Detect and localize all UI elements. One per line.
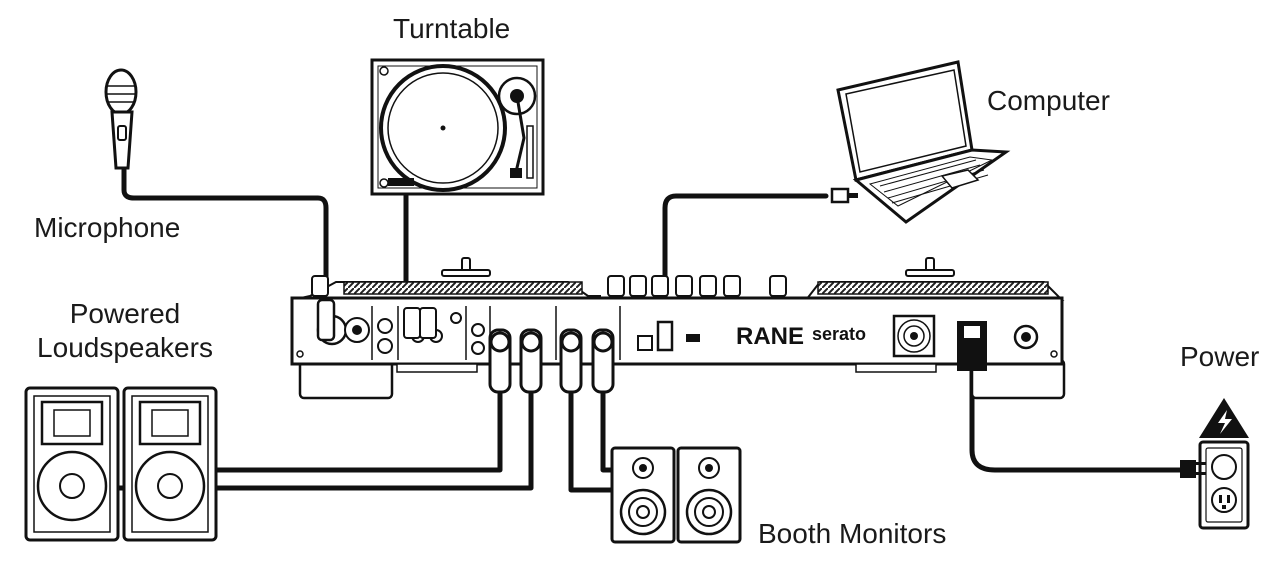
computer-label: Computer	[987, 85, 1110, 116]
laptop-computer	[830, 60, 1011, 224]
turntable-label: Turntable	[393, 13, 511, 44]
microphone	[104, 68, 138, 170]
booth-monitors-label: Booth Monitors	[758, 518, 947, 549]
powered-loudspeakers-label: Powered Loudspeakers	[30, 297, 220, 365]
loudspeaker-right	[122, 386, 218, 542]
microphone-label: Microphone	[34, 212, 181, 243]
dj-mixer-controller: RANE serato	[290, 257, 1066, 400]
power-plug	[1180, 460, 1206, 478]
power-cable	[969, 367, 1183, 473]
loudspeaker-left	[24, 386, 120, 542]
computer-usb-cable	[662, 193, 829, 323]
turntable	[370, 58, 545, 196]
powered-loudspeakers-label-line2: Loudspeakers	[37, 332, 213, 363]
power-label: Power	[1180, 341, 1260, 372]
main-out-right-cable	[213, 387, 503, 473]
serato-logo: serato	[812, 324, 866, 344]
booth-out-right-cable	[568, 387, 615, 493]
high-voltage-warning-icon	[1199, 398, 1249, 438]
cables	[121, 167, 1183, 493]
microphone-cable	[121, 167, 329, 303]
wall-outlet	[1180, 440, 1250, 530]
main-out-left-cable	[213, 387, 534, 491]
rane-logo: RANE	[736, 323, 804, 350]
booth-monitor-left	[610, 446, 676, 544]
powered-loudspeakers-label-line1: Powered	[69, 298, 181, 329]
booth-monitors	[610, 446, 742, 544]
booth-out-left-cable	[600, 387, 615, 473]
powered-loudspeakers	[24, 386, 218, 542]
booth-monitor-right	[676, 446, 742, 544]
